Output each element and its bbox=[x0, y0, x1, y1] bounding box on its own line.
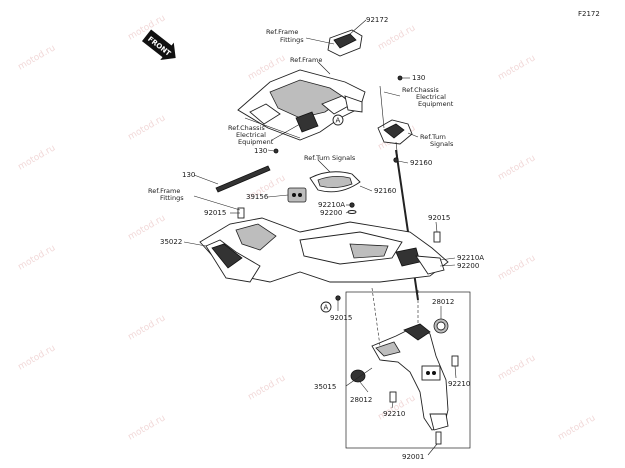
ref-chassis-left-line1: Ref.Chassis bbox=[228, 124, 265, 132]
part-number-92015-bottom: 92015 bbox=[330, 314, 352, 322]
reflector-bottom bbox=[350, 369, 366, 383]
ref-chassis-right-line2: Electrical bbox=[416, 93, 446, 101]
part-number-35022: 35022 bbox=[160, 238, 182, 246]
ref-turn-signals-right-line2: Signals bbox=[430, 140, 454, 148]
watermark-text: motod.ru bbox=[377, 393, 418, 422]
watermark-text: motod.ru bbox=[17, 243, 58, 272]
turn-signal-right bbox=[377, 119, 413, 145]
watermark-text: motod.ru bbox=[127, 313, 168, 342]
reflector-top bbox=[433, 318, 449, 334]
license-bracket-35015 bbox=[371, 323, 449, 431]
ref-chassis-right-line1: Ref.Chassis bbox=[402, 86, 439, 94]
ref-chassis-left-line3: Equipment bbox=[238, 138, 274, 146]
ref-turn-signals-center: Ref.Turn Signals bbox=[304, 154, 356, 162]
watermark-text: motod.ru bbox=[497, 53, 538, 82]
callout-letter: A bbox=[324, 304, 329, 312]
watermark-text: motod.ru bbox=[17, 343, 58, 372]
ref-chassis-right-line3: Equipment bbox=[418, 100, 454, 108]
ref-turn-signals-right-line1: Ref.Turn bbox=[420, 133, 446, 141]
rubber-strip bbox=[215, 165, 271, 193]
watermark-text: motod.ru bbox=[17, 143, 58, 172]
ref-frame-fittings-left-line1: Ref.Frame bbox=[148, 187, 180, 195]
callout-a-bottom: A bbox=[320, 301, 332, 313]
figure-code: F2172 bbox=[578, 10, 600, 18]
watermark-text: motod.ru bbox=[497, 353, 538, 382]
ref-frame-top: Ref.Frame bbox=[290, 56, 322, 64]
watermark-text: motod.ru bbox=[127, 413, 168, 442]
watermark-text: motod.ru bbox=[247, 373, 288, 402]
part-number-92160-center: 92160 bbox=[374, 187, 396, 195]
part-number-92015-left: 92015 bbox=[204, 209, 226, 217]
pad-39156 bbox=[287, 187, 307, 203]
labels: 92172 Ref.Frame Fittings Ref.Frame 130 R… bbox=[148, 16, 484, 461]
part-number-92160-right: 92160 bbox=[410, 159, 432, 167]
watermark-text: motod.ru bbox=[497, 253, 538, 282]
ref-frame-fittings-top-line1: Ref.Frame bbox=[266, 28, 298, 36]
part-number-28012-bottom: 28012 bbox=[350, 396, 372, 404]
watermark-text: motod.ru bbox=[557, 413, 598, 442]
part-number-92001: 92001 bbox=[402, 453, 424, 461]
part-number-130-left-top: 130 bbox=[254, 147, 267, 155]
turn-signal-center bbox=[309, 171, 361, 193]
part-number-130-right: 130 bbox=[412, 74, 425, 82]
part-number-92200-center: 92200 bbox=[320, 209, 342, 217]
part-number-92210-right: 92210 bbox=[448, 380, 470, 388]
ref-chassis-left-line2: Electrical bbox=[236, 131, 266, 139]
rear-fender-35022 bbox=[199, 217, 449, 283]
part-number-130-left: 130 bbox=[182, 171, 195, 179]
callout-letter: A bbox=[336, 117, 341, 125]
part-number-92210a-center: 92210A bbox=[318, 201, 345, 209]
watermark-text: motod.ru bbox=[497, 153, 538, 182]
part-number-28012-top: 28012 bbox=[432, 298, 454, 306]
part-number-92172: 92172 bbox=[366, 16, 388, 24]
callout-a-top: A bbox=[332, 114, 344, 126]
part-number-92210a-right: 92210A bbox=[457, 254, 484, 262]
license-assembly-box bbox=[345, 291, 471, 449]
watermark-text: motod.ru bbox=[377, 23, 418, 52]
part-number-39156: 39156 bbox=[246, 193, 269, 201]
ref-frame-fittings-left-line2: Fittings bbox=[160, 194, 184, 202]
part-number-35015: 35015 bbox=[314, 383, 336, 391]
part-number-92015-right: 92015 bbox=[428, 214, 450, 222]
leader-lines bbox=[183, 19, 457, 456]
part-number-92200-right: 92200 bbox=[457, 262, 479, 270]
ref-frame-fittings-top-line2: Fittings bbox=[280, 36, 304, 44]
watermark-text: motod.ru bbox=[17, 43, 58, 72]
part-number-92210-bottom: 92210 bbox=[383, 410, 405, 418]
watermark-text: motod.ru bbox=[127, 113, 168, 142]
upper-bracket bbox=[327, 29, 363, 57]
